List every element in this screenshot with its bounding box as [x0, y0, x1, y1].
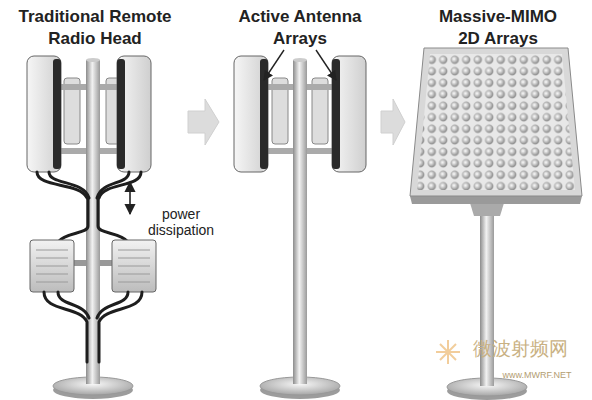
stage-heading: Massive-MIMO 2D Arrays [432, 6, 564, 50]
mimo-tower [410, 48, 582, 400]
annotation-label: power dissipation [137, 206, 225, 238]
jumper-cables [44, 292, 142, 362]
aaa-tower [234, 50, 366, 399]
watermark-text: www.MWRF.NET [488, 370, 586, 380]
pointer-arrow [264, 50, 284, 80]
stage-heading: Active Antenna Arrays [225, 6, 375, 50]
stage-panel: Active Antenna Arrays [222, 6, 378, 391]
radio-head-box [112, 240, 156, 292]
active-antenna-panel [234, 56, 268, 172]
pointer-arrow [316, 50, 336, 80]
antenna-panel-side [53, 59, 61, 169]
antenna-panel [117, 56, 151, 172]
tower-pole [293, 60, 307, 384]
radio-head-box [30, 240, 74, 292]
cooling-fins [36, 250, 150, 282]
rrh-tower [27, 56, 156, 399]
watermark-logo [436, 340, 460, 364]
antenna-elements [417, 54, 575, 190]
array-panel [410, 48, 582, 196]
active-antenna-panel [332, 56, 366, 172]
pole-cap [293, 58, 307, 62]
antenna-panel-side [117, 59, 125, 169]
stage-panel: Traditional Remote Radio Head [5, 6, 185, 391]
stage-panel: Massive-MIMO 2D Arrays [408, 6, 588, 391]
progression-arrow [381, 99, 405, 145]
power-arrow [129, 182, 131, 214]
progression-arrow [188, 99, 219, 145]
pole-cap [86, 58, 100, 62]
watermark-text: 微波射频网 [460, 338, 580, 360]
array-face [417, 54, 575, 190]
feeder-cables [37, 172, 141, 242]
array-edge [410, 196, 582, 204]
array-mount [470, 203, 504, 216]
stage-heading: Traditional Remote Radio Head [9, 6, 181, 50]
antenna-panel [27, 56, 61, 172]
